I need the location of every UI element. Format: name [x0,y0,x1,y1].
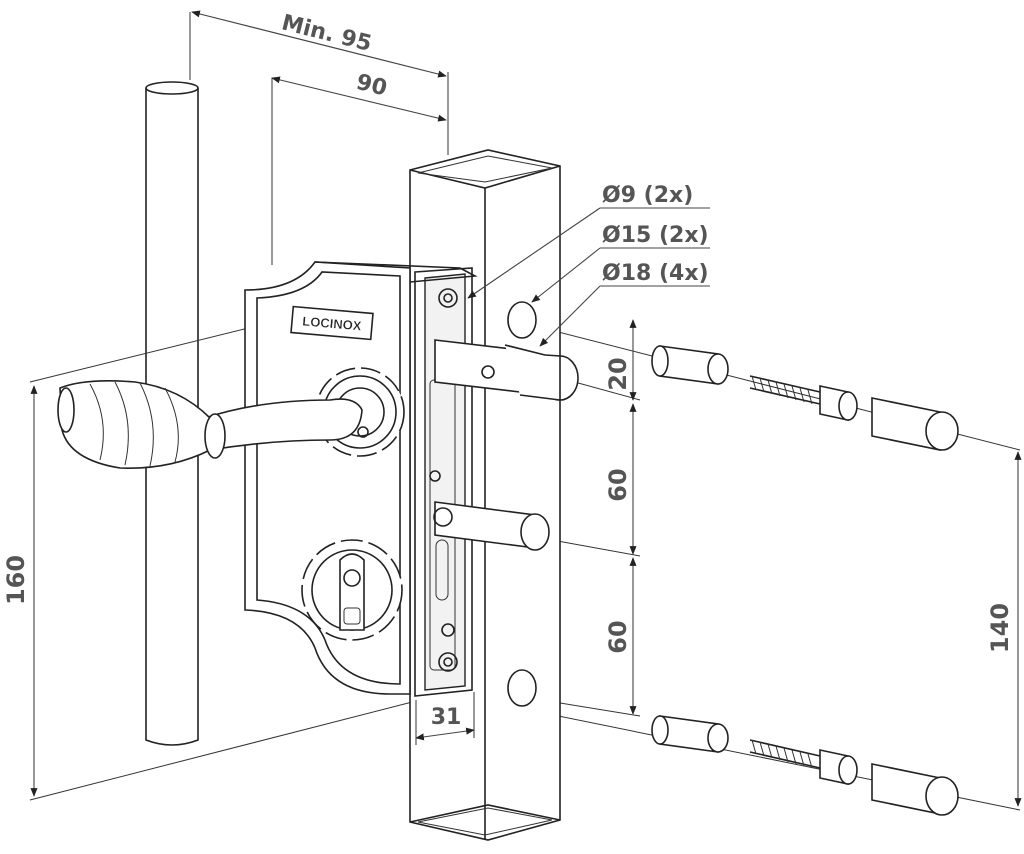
callout-hole-9: Ø9 (2x) [602,183,693,208]
dim-31: 31 [431,705,462,730]
fixing-set-top [651,345,959,451]
dim-60-bottom: 60 [604,620,632,653]
dim-60-top: 60 [604,468,632,501]
deadbolt [433,501,550,551]
dim-160: 160 [2,555,30,605]
fixing-set-bottom [651,715,959,816]
dim-140: 140 [986,603,1014,653]
side-plate-screws [429,288,458,672]
callout-hole-18: Ø18 (4x) [602,261,709,286]
cylinder-rosette [301,539,403,641]
lock-side-plate [414,267,473,697]
dim-min-95: Min. 95 [279,10,374,56]
brand-plate: LOCINOX [290,305,374,341]
dim-20: 20 [604,357,632,390]
dim-90: 90 [354,70,390,102]
dimension-lines [30,10,1022,807]
callout-hole-15: Ø15 (2x) [602,223,709,248]
brand-label: LOCINOX [302,313,363,333]
latch-bolt [434,339,579,401]
callout-leaders [467,207,710,347]
door-handle [57,380,363,469]
tube-holes [507,301,537,707]
